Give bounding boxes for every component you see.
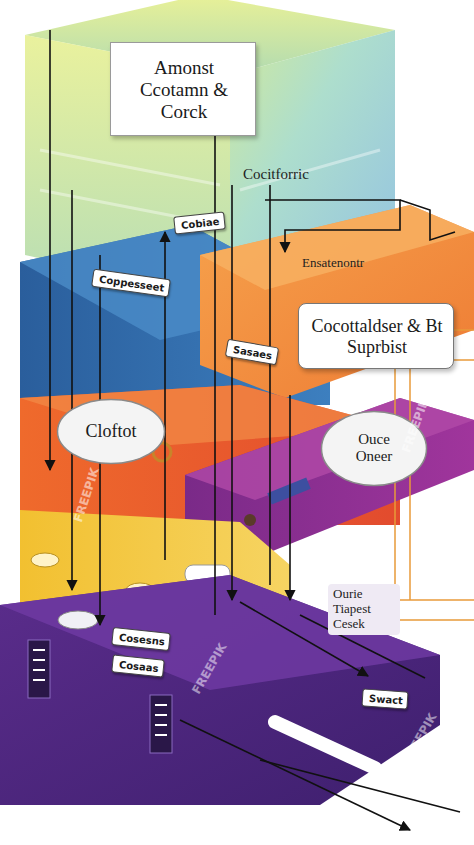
- bubble-node: Cloftot: [56, 398, 166, 465]
- watermark: FREEPIK: [72, 466, 103, 524]
- node-text: Cosaas: [118, 659, 157, 674]
- tag-label: Cosaas: [111, 654, 165, 677]
- node-text: Cocottaldser & Bt Suprbist: [311, 316, 443, 357]
- layer-label: Ourie Tiapest Cesek: [328, 584, 400, 635]
- node-text: Ouce Oneer: [345, 431, 403, 466]
- node-text: Sasaes: [232, 344, 271, 362]
- tag-label: Cosesns: [111, 627, 171, 651]
- layer-label: Ensatenontr: [302, 256, 364, 271]
- tag-label: Cobiae: [173, 211, 226, 234]
- node-text: Cosesns: [118, 632, 163, 648]
- watermark: FREEPIK: [400, 711, 440, 767]
- node-text: Swact: [369, 693, 402, 707]
- tag-label: Swact: [361, 688, 408, 709]
- node-text: Coppesseet: [98, 274, 163, 294]
- layer-label: Cocitforric: [243, 166, 309, 183]
- node-text: Amonst Ccotamn & Corck: [125, 57, 243, 123]
- tag-label: Coppesseet: [91, 269, 171, 298]
- title-box: Amonst Ccotamn & Corck: [110, 42, 256, 136]
- tag-label: Sasaes: [225, 339, 279, 366]
- watermark: FREEPIK: [190, 641, 230, 697]
- info-box: Cocottaldser & Bt Suprbist: [298, 303, 454, 369]
- node-text: Cloftot: [85, 421, 137, 442]
- node-text: Cobiae: [181, 216, 219, 231]
